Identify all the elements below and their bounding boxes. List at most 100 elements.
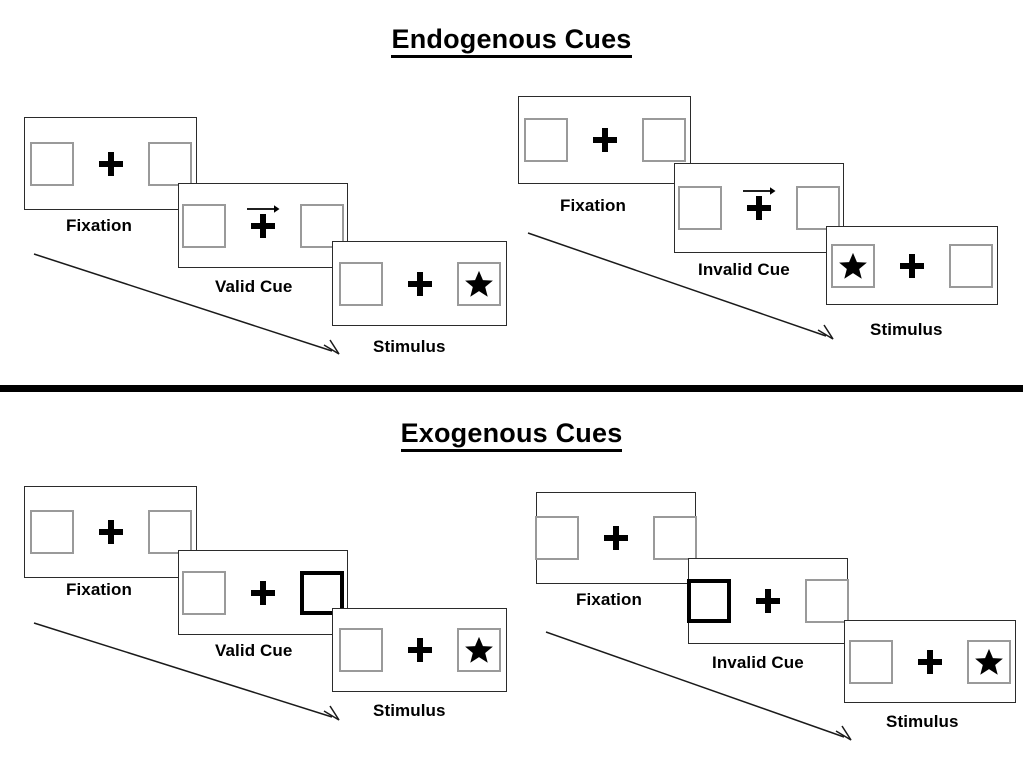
time-arrow-endogenous-valid (33, 253, 341, 361)
trial-panel-endogenous-valid-fixation (24, 117, 197, 210)
section-divider (0, 385, 1023, 392)
stimulus-box-right-star (456, 628, 501, 672)
stimulus-box-right (147, 510, 192, 554)
panel-content (179, 184, 347, 267)
fixation-cross-icon (900, 253, 924, 278)
star-icon (839, 252, 867, 279)
trial-panel-exogenous-valid-cue (178, 550, 348, 635)
fixation-cross-icon (407, 271, 432, 296)
stimulus-box-left (678, 186, 722, 230)
fixation-cross-icon (251, 580, 275, 605)
trial-panel-exogenous-valid-stimulus (332, 608, 507, 692)
fixation-cross-icon (604, 526, 628, 550)
fixation-cross-group (742, 186, 776, 230)
panel-content (827, 227, 997, 304)
panel-content (845, 621, 1015, 702)
stimulus-box-left (523, 118, 568, 162)
display-row (831, 243, 993, 288)
display-row (338, 261, 501, 306)
stimulus-box-right (653, 516, 697, 560)
panel-caption-endogenous-invalid-stimulus: Stimulus (870, 320, 943, 339)
stimulus-box-right (949, 243, 993, 288)
stimulus-box-left-star (831, 243, 875, 288)
display-row (678, 186, 840, 230)
trial-panel-endogenous-valid-stimulus (332, 241, 507, 326)
section-title-exogenous: Exogenous Cues (0, 418, 1023, 452)
panel-caption-exogenous-valid-fixation: Fixation (66, 580, 132, 599)
display-row (182, 570, 344, 615)
panel-caption-exogenous-invalid-cue: Invalid Cue (712, 653, 804, 672)
time-arrow-exogenous-valid (33, 622, 341, 727)
stimulus-box-right (300, 203, 344, 248)
panel-content (333, 609, 506, 691)
trial-panel-endogenous-invalid-fixation (518, 96, 691, 184)
fixation-cross-group (895, 244, 929, 288)
section-title-text: Exogenous Cues (400, 418, 623, 452)
time-sequence-arrow-icon (527, 232, 834, 340)
trial-panel-endogenous-invalid-stimulus (826, 226, 998, 305)
trial-panel-exogenous-invalid-fixation (535, 492, 697, 584)
trial-panel-exogenous-invalid-stimulus (844, 620, 1016, 703)
stimulus-box-left (849, 639, 893, 684)
trial-panel-exogenous-invalid-cue (687, 558, 849, 644)
display-row (29, 510, 192, 554)
fixation-cross-group (751, 579, 785, 623)
display-row (29, 141, 192, 186)
fixation-cross-group (913, 640, 947, 684)
fixation-cross-group (403, 262, 437, 306)
section-title-endogenous: Endogenous Cues (0, 24, 1023, 58)
panel-content (333, 242, 506, 325)
stimulus-box-right (641, 118, 686, 162)
stimulus-box-left (535, 516, 579, 560)
panel-caption-endogenous-valid-fixation: Fixation (66, 216, 132, 235)
panel-content (25, 118, 196, 209)
time-arrow-exogenous-invalid (545, 631, 853, 747)
fixation-cross-group (246, 204, 280, 248)
panel-caption-exogenous-valid-stimulus: Stimulus (373, 701, 446, 720)
stimulus-box-right-star (456, 261, 501, 306)
star-icon (464, 270, 493, 297)
fixation-cross-group (599, 516, 633, 560)
fixation-cross-icon (251, 213, 275, 238)
panel-content (535, 493, 697, 583)
panel-content (179, 551, 347, 634)
star-icon (975, 648, 1003, 675)
panel-caption-exogenous-invalid-fixation: Fixation (576, 590, 642, 609)
stimulus-box-left (338, 261, 383, 306)
stimulus-box-left (182, 203, 226, 248)
fixation-cross-icon (98, 151, 123, 176)
fixation-cross-icon (98, 520, 123, 544)
fixation-cross-icon (918, 649, 942, 674)
display-row (849, 639, 1011, 684)
display-row (182, 203, 344, 248)
fixation-cross-group (94, 510, 128, 554)
arrow-cue-icon (743, 187, 776, 195)
panel-caption-endogenous-valid-stimulus: Stimulus (373, 337, 446, 356)
fixation-cross-icon (747, 196, 771, 220)
display-row (687, 579, 849, 623)
display-row (535, 516, 697, 560)
panel-caption-endogenous-invalid-cue: Invalid Cue (698, 260, 790, 279)
stimulus-box-right (796, 186, 840, 230)
stimulus-box-left (29, 510, 74, 554)
panel-caption-endogenous-valid-cue: Valid Cue (215, 277, 293, 296)
stimulus-box-right (805, 579, 849, 623)
fixation-cross-group (588, 118, 622, 162)
stimulus-box-left-cued (687, 579, 731, 623)
star-icon (464, 636, 493, 663)
fixation-cross-group (94, 142, 128, 186)
panel-content (519, 97, 690, 183)
trial-panel-endogenous-valid-cue (178, 183, 348, 268)
panel-content (687, 559, 849, 643)
display-row (523, 118, 686, 162)
display-row (338, 628, 501, 672)
stimulus-box-right-star (967, 639, 1011, 684)
panel-caption-endogenous-invalid-fixation: Fixation (560, 196, 626, 215)
fixation-cross-group (403, 628, 437, 672)
fixation-cross-icon (592, 128, 617, 152)
stimulus-box-left (338, 628, 383, 672)
panel-content (675, 164, 843, 252)
fixation-cross-group (246, 571, 280, 615)
time-sequence-arrow-icon (33, 622, 340, 721)
